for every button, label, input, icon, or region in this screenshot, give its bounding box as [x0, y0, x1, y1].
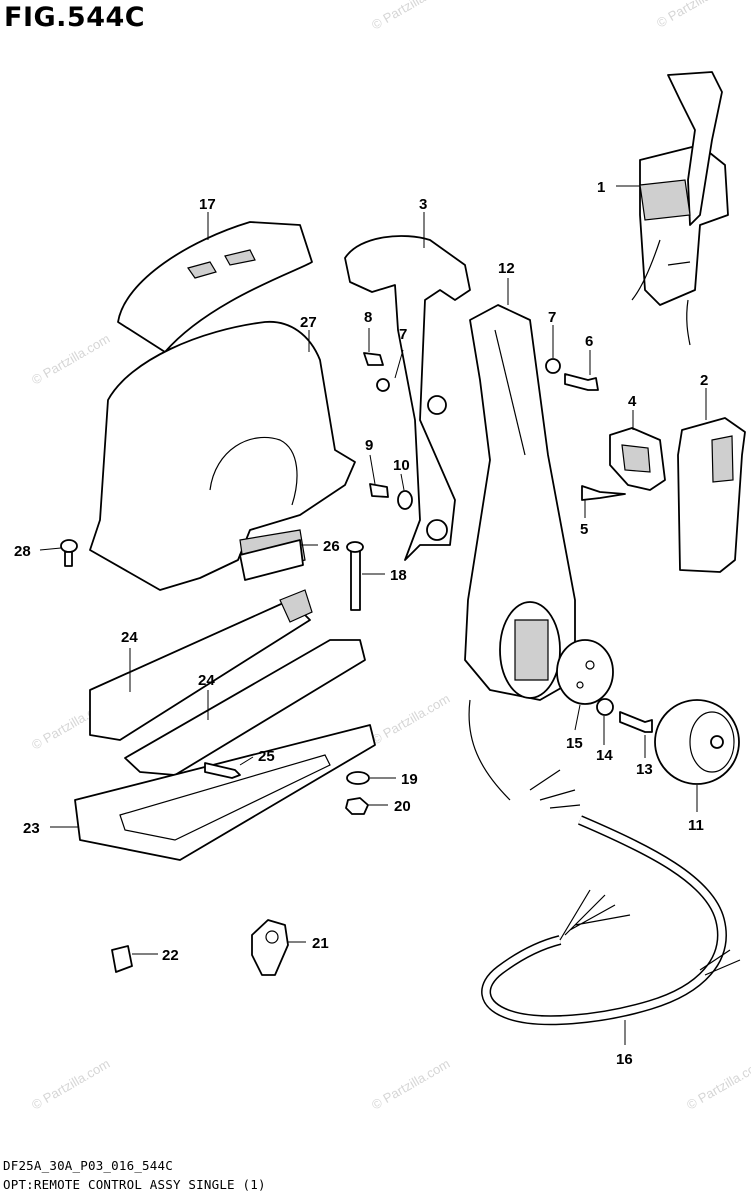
- callout-24a: 24: [121, 629, 138, 646]
- part-20-nut: [345, 797, 369, 815]
- callout-22: 22: [162, 947, 179, 964]
- callout-20: 20: [394, 798, 411, 815]
- part-9-bolt: [369, 483, 389, 498]
- part-22-clip: [111, 945, 133, 973]
- watermark: © Partzilla.com: [684, 1056, 751, 1113]
- callout-7b: 7: [548, 309, 556, 326]
- callout-3: 3: [419, 196, 427, 213]
- callout-labels: 1 2 3 4 5 6 7 7 8 9 10 11 12 13 14 15 16…: [14, 179, 708, 1068]
- watermark: © Partzilla.com: [29, 331, 112, 388]
- watermark: © Partzilla.com: [654, 0, 737, 31]
- part-5-screw: [581, 485, 626, 501]
- callout-28: 28: [14, 543, 31, 560]
- figure-title: FIG.544C: [4, 2, 146, 33]
- part-13-screw: [619, 711, 653, 733]
- part-24-bracket-upper: [89, 589, 313, 741]
- watermark: © Partzilla.com: [369, 0, 452, 33]
- part-18-bolt: [346, 541, 364, 611]
- part-21-clip: [251, 919, 289, 976]
- part-4-switch: [609, 427, 666, 491]
- part-7-washer: [376, 358, 561, 392]
- callout-2: 2: [700, 372, 708, 389]
- callout-23: 23: [23, 820, 40, 837]
- callout-8: 8: [364, 309, 372, 326]
- part-3-lever: [344, 235, 471, 561]
- part-2-cover: [677, 417, 746, 573]
- callout-25: 25: [258, 748, 275, 765]
- callout-11: 11: [688, 817, 704, 834]
- callout-18: 18: [390, 567, 407, 584]
- watermark: © Partzilla.com: [369, 691, 452, 748]
- callout-4: 4: [628, 393, 637, 410]
- callout-9: 9: [365, 437, 373, 454]
- callout-1: 1: [597, 179, 605, 196]
- callout-27: 27: [300, 314, 317, 331]
- diagram-code: DF25A_30A_P03_016_544C: [3, 1158, 173, 1173]
- watermark: © Partzilla.com: [29, 1056, 112, 1113]
- callout-26: 26: [323, 538, 340, 555]
- part-19-washer: [346, 771, 370, 785]
- part-16-wire-harness: [468, 699, 741, 1026]
- leader-lines: [39, 185, 707, 1045]
- callout-14: 14: [596, 747, 613, 764]
- callout-10: 10: [393, 457, 410, 474]
- part-24-bracket-lower: [124, 639, 366, 776]
- part-11-grommet: [654, 699, 740, 785]
- callout-13: 13: [636, 761, 653, 778]
- part-23-base-plate: [74, 724, 376, 861]
- watermark: © Partzilla.com: [369, 1056, 452, 1113]
- part-6-screw: [564, 373, 599, 391]
- diagram-footer: DF25A_30A_P03_016_544C OPT:REMOTE CONTRO…: [3, 1156, 266, 1194]
- part-1-remote-control-assy: [631, 71, 729, 346]
- callout-21: 21: [312, 935, 329, 952]
- part-25-screw: [204, 762, 241, 779]
- part-8-bolt: [363, 352, 384, 366]
- part-12-control-arm: [464, 304, 576, 701]
- callout-6: 6: [585, 333, 593, 350]
- part-28-screw: [60, 539, 78, 567]
- callout-7a: 7: [399, 326, 407, 343]
- callout-17: 17: [199, 196, 216, 213]
- part-15-plate: [556, 639, 614, 705]
- callout-12: 12: [498, 260, 515, 277]
- part-14-washer: [596, 698, 614, 716]
- callout-19: 19: [401, 771, 418, 788]
- callout-5: 5: [580, 521, 588, 538]
- part-10-washer: [397, 490, 413, 510]
- callout-16: 16: [616, 1051, 633, 1068]
- part-27-housing: [89, 321, 356, 591]
- callout-15: 15: [566, 735, 583, 752]
- part-26-pad: [239, 539, 304, 581]
- callout-24b: 24: [198, 672, 215, 689]
- part-17-cover-cap: [117, 221, 313, 353]
- diagram-description: OPT:REMOTE CONTROL ASSY SINGLE (1): [3, 1177, 266, 1192]
